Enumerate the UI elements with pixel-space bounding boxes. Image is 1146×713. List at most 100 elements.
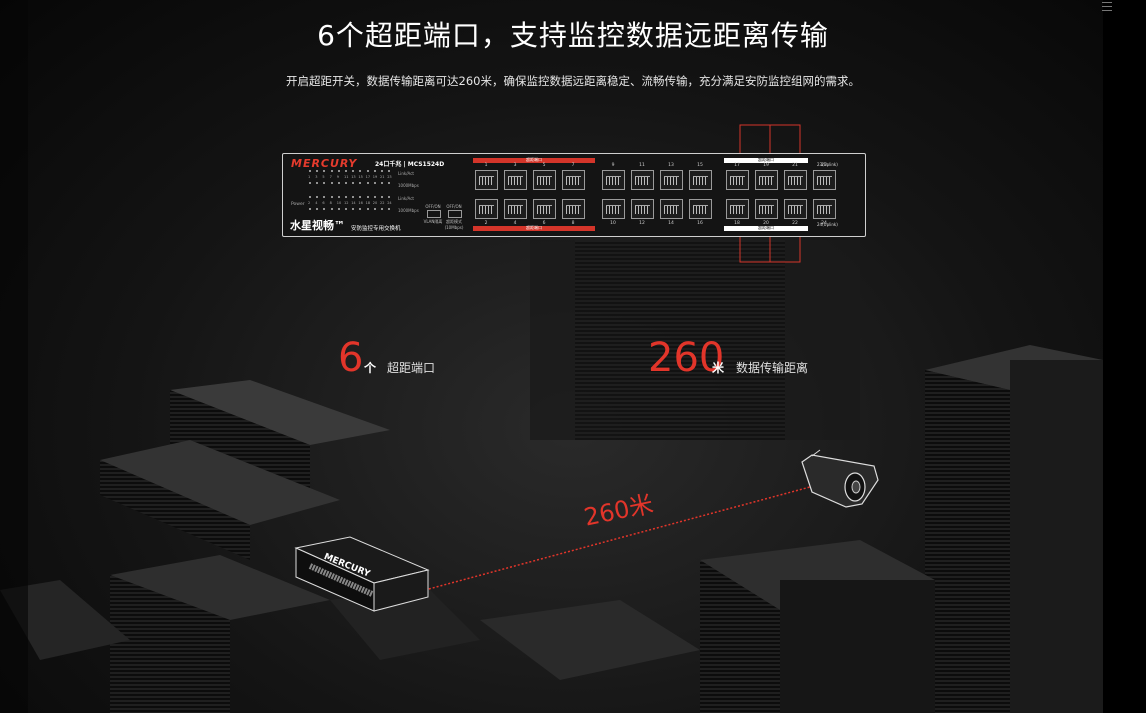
led-dot xyxy=(345,208,347,210)
led-dot xyxy=(381,182,383,184)
port-number: 9 xyxy=(611,163,615,168)
port-number: 24 xyxy=(821,221,827,226)
port-number: 5 xyxy=(542,163,546,168)
led-dot xyxy=(309,182,311,184)
link-act-label: Link/Act xyxy=(398,171,414,176)
port-number: 22 xyxy=(792,221,798,226)
ethernet-port xyxy=(533,170,556,190)
ethernet-port xyxy=(533,199,556,219)
led-number: 8 xyxy=(329,201,332,205)
led-dot xyxy=(373,208,376,210)
led-number: 24 xyxy=(387,201,392,205)
led-dot xyxy=(359,208,362,210)
led-number: 14 xyxy=(351,201,356,205)
ethernet-port xyxy=(755,199,778,219)
port-number: 15 xyxy=(697,163,703,168)
stat-caption: 数据传输距离 xyxy=(736,361,809,375)
led-dot xyxy=(316,208,319,210)
extended-mode-switch[interactable] xyxy=(448,210,462,218)
led-dot xyxy=(366,170,369,172)
led-number: 19 xyxy=(372,175,378,179)
port-number: 3 xyxy=(513,163,517,168)
uplink-label: 24(Uplink) xyxy=(817,222,838,227)
extended-ports-label: 超距端口 xyxy=(526,225,542,230)
ethernet-port xyxy=(602,199,625,219)
page-title: 6个超距端口，支持监控数据远距离传输 xyxy=(317,19,829,52)
extended-ports-label: 超距端口 xyxy=(758,157,774,162)
ethernet-port xyxy=(726,170,749,190)
port-number: 21 xyxy=(792,163,798,168)
led-dot xyxy=(352,208,355,210)
led-dot xyxy=(352,182,355,184)
uplink-callout-lines xyxy=(739,124,801,263)
led-dot xyxy=(323,182,326,184)
led-dot xyxy=(381,170,383,172)
led-number: 7 xyxy=(329,175,332,179)
port-number: 16 xyxy=(697,221,703,226)
led-number: 15 xyxy=(358,175,363,179)
led-dot xyxy=(359,196,362,198)
led-dot xyxy=(330,182,333,184)
port-number: 17 xyxy=(734,163,740,168)
extended-ports-label: 超距端口 xyxy=(526,157,542,162)
led-dot xyxy=(388,182,391,184)
stat-unit: 米 xyxy=(712,361,725,375)
led-number: 9 xyxy=(336,175,340,179)
stat-value: 260 xyxy=(648,335,725,381)
led-dot xyxy=(366,196,369,198)
port-number: 10 xyxy=(610,221,616,226)
power-label: Power xyxy=(291,202,305,207)
led-number: 4 xyxy=(315,201,318,205)
uplink-ports-bar xyxy=(724,158,808,163)
led-number: 13 xyxy=(351,175,356,179)
led-number: 18 xyxy=(365,201,371,205)
led-dot xyxy=(359,170,362,172)
led-dot xyxy=(345,182,347,184)
ethernet-port xyxy=(562,170,585,190)
vlan-isolation-switch[interactable] xyxy=(427,210,441,218)
port-number: 2 xyxy=(484,221,488,226)
led-number: 23 xyxy=(387,175,392,179)
led-dot xyxy=(316,182,319,184)
led-dot xyxy=(337,196,340,198)
led-dot xyxy=(337,208,340,210)
port-number: 6 xyxy=(542,221,546,226)
led-dot xyxy=(381,208,383,210)
stat-caption: 超距端口 xyxy=(387,361,436,375)
port-number: 20 xyxy=(763,221,769,226)
extended-ports-bar xyxy=(473,158,595,163)
menu-icon[interactable] xyxy=(1102,2,1112,11)
slogan: 水星视畅™ xyxy=(290,219,345,232)
page-subtitle: 开启超距开关，数据传输距离可达260米，确保监控数据远距离稳定、流畅传输，充分满… xyxy=(286,74,860,88)
led-dot xyxy=(323,208,326,210)
led-number: 22 xyxy=(380,201,385,205)
ethernet-port xyxy=(689,199,712,219)
port-number: 14 xyxy=(668,221,674,226)
led-dot xyxy=(352,196,355,198)
led-dot xyxy=(345,196,347,198)
port-number: 18 xyxy=(734,221,740,226)
led-dot xyxy=(316,170,319,172)
camera-icon xyxy=(801,449,879,508)
led-dot xyxy=(359,182,362,184)
led-number: 16 xyxy=(358,201,363,205)
led-dot xyxy=(388,170,391,172)
led-dot xyxy=(316,196,319,198)
ethernet-port xyxy=(631,199,654,219)
port-number: 13 xyxy=(668,163,674,168)
led-number: 6 xyxy=(322,201,325,205)
led-dot xyxy=(330,196,333,198)
port-number: 4 xyxy=(513,221,517,226)
ethernet-port xyxy=(784,199,807,219)
ethernet-port xyxy=(784,170,807,190)
led-number: 5 xyxy=(322,175,325,179)
port-number: 8 xyxy=(571,221,575,226)
extended-ports-label: 超距端口 xyxy=(758,225,774,230)
brand-logo: MERCURY xyxy=(291,157,358,170)
ethernet-port xyxy=(660,199,683,219)
led-dot xyxy=(373,182,376,184)
